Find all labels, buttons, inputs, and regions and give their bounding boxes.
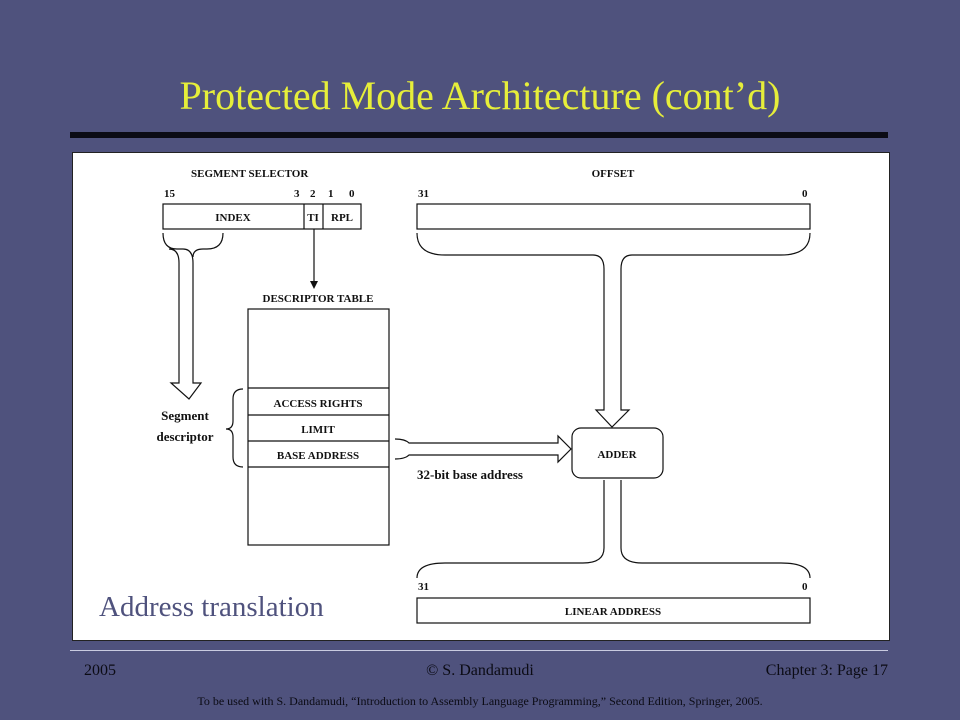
linear-arrow-left	[416, 480, 605, 579]
descriptor-table-box	[247, 308, 390, 546]
index-arrow-right-curve	[192, 232, 224, 258]
diagram-canvas: SEGMENT SELECTOR 15 3 2 1 0 INDEX TI RPL…	[156, 168, 811, 624]
linear-bit-0: 0	[802, 581, 808, 593]
segment-selector-box	[162, 203, 362, 230]
footer-page: Chapter 3: Page 17	[765, 662, 888, 679]
linear-address-box	[416, 597, 811, 624]
offset-arrow	[416, 232, 811, 428]
offset-box	[416, 203, 811, 230]
segment-descriptor-brace	[225, 388, 244, 468]
footer-year: 2005	[84, 662, 116, 679]
base-address-arrow	[394, 434, 572, 464]
footer-author: © S. Dandamudi	[426, 662, 534, 679]
index-arrow	[162, 232, 203, 400]
selector-bit-3: 3	[294, 188, 300, 200]
selector-bit-0: 0	[349, 188, 355, 200]
selector-bit-15: 15	[164, 188, 176, 200]
selector-bit-1: 1	[328, 188, 334, 200]
adder-label: ADDER	[597, 449, 637, 461]
descriptor-base-address: BASE ADDRESS	[277, 450, 359, 462]
segment-selector-label: SEGMENT SELECTOR	[191, 168, 309, 180]
selector-bit-2: 2	[310, 188, 316, 200]
ti-arrow-head	[310, 281, 318, 289]
linear-bit-31: 31	[418, 581, 429, 593]
address-translation-diagram: SEGMENT SELECTOR 15 3 2 1 0 INDEX TI RPL…	[72, 152, 890, 641]
footer-note: To be used with S. Dandamudi, “Introduct…	[197, 694, 763, 708]
field-rpl: RPL	[331, 212, 353, 224]
linear-arrow-right	[620, 480, 811, 579]
adder-box	[571, 427, 664, 479]
segment-descriptor-label-line-1: Segment	[161, 408, 209, 423]
footer-divider	[70, 650, 888, 651]
offset-bit-0: 0	[802, 188, 808, 200]
field-index: INDEX	[215, 212, 251, 224]
segment-descriptor-label-line-2: descriptor	[156, 429, 213, 444]
offset-label: OFFSET	[592, 168, 635, 180]
descriptor-limit: LIMIT	[301, 424, 335, 436]
base-address-label: 32-bit base address	[417, 467, 523, 482]
descriptor-access-rights: ACCESS RIGHTS	[274, 398, 363, 410]
diagram-caption: Address translation	[99, 591, 324, 623]
offset-bit-31: 31	[418, 188, 429, 200]
descriptor-table-label: DESCRIPTOR TABLE	[263, 293, 374, 305]
title-divider	[70, 132, 888, 138]
slide-title: Protected Mode Architecture (cont’d)	[179, 73, 781, 118]
field-ti: TI	[307, 212, 319, 224]
linear-address-label: LINEAR ADDRESS	[565, 606, 661, 618]
